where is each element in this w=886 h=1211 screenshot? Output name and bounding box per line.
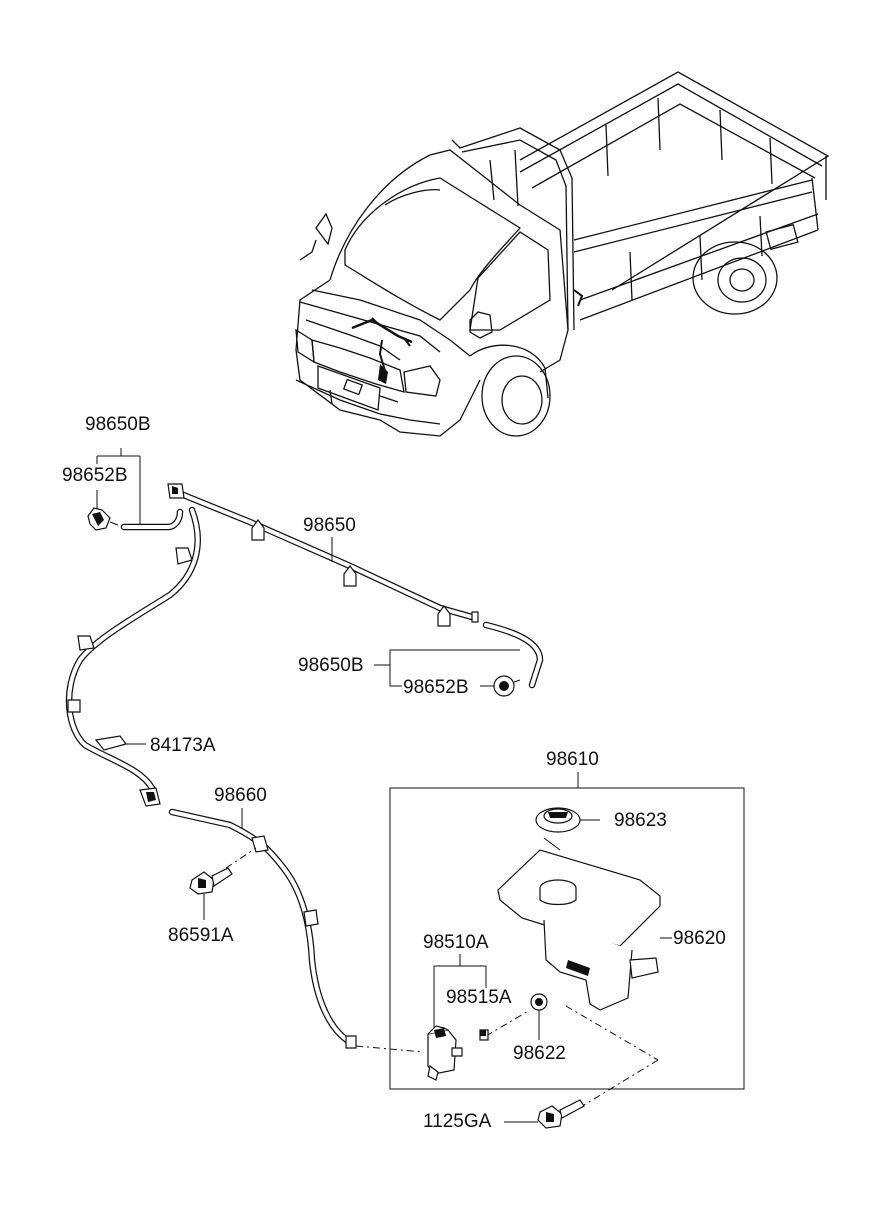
label-bolt-hose: 86591A bbox=[168, 925, 234, 946]
reservoir-assy-box bbox=[389, 772, 745, 1090]
label-hose-rear: 98660 bbox=[214, 785, 267, 806]
hose-main-drawing bbox=[167, 483, 479, 627]
hose-left-long-drawing bbox=[65, 506, 201, 807]
nozzle-upper-part bbox=[87, 507, 119, 531]
bolt-tank-part bbox=[504, 1005, 659, 1129]
label-reservoir: 98620 bbox=[673, 928, 726, 949]
label-hose-main: 98650 bbox=[303, 515, 356, 536]
grommet-part bbox=[485, 993, 548, 1040]
label-reservoir-assy: 98610 bbox=[546, 749, 599, 770]
label-nozzle-upper: 98652B bbox=[62, 465, 128, 486]
nozzle-lower-part bbox=[493, 675, 521, 697]
label-clip: 84173A bbox=[150, 735, 216, 756]
label-grommet: 98622 bbox=[513, 1043, 566, 1064]
label-cap: 98623 bbox=[614, 810, 667, 831]
label-bolt-tank: 1125GA bbox=[423, 1111, 492, 1132]
hose-assy-upper-drawing bbox=[87, 448, 184, 531]
label-hose-assy-upper: 98650B bbox=[85, 414, 151, 435]
reservoir-part bbox=[497, 837, 672, 1011]
label-hose-assy-lower: 98650B bbox=[298, 655, 364, 676]
label-nozzle-lower: 98652B bbox=[403, 677, 469, 698]
pump-assy-part bbox=[427, 954, 489, 1081]
hose-rear-drawing bbox=[168, 808, 425, 1053]
bolt-hose-part bbox=[189, 867, 233, 920]
label-pump-seal: 98515A bbox=[446, 987, 512, 1008]
label-pump-assy: 98510A bbox=[423, 932, 489, 953]
cap-part bbox=[535, 807, 600, 833]
truck-illustration bbox=[295, 71, 830, 437]
hose-assy-lower-drawing bbox=[374, 621, 544, 697]
clip-part bbox=[94, 735, 146, 751]
